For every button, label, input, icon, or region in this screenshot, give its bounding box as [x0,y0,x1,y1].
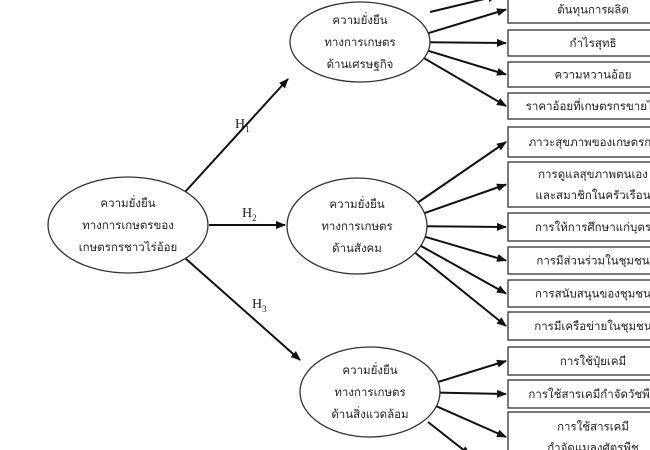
social-indicator-arrow [422,183,507,215]
environmental-indicator-box [507,346,650,376]
hypothesis-label-h2: H2 [242,206,257,223]
environmental-indicator-label: การใช้สารเคมีกำจัดวัชพืช [528,387,650,401]
economic-indicator-box [507,0,650,24]
root-construct-label: ความยั่งยืนทางการเกษตรของเกษตรกรชาวไร่อ้… [79,195,178,254]
economic-indicator-arrow [426,8,507,35]
environmental-indicator-box [507,411,650,450]
hypothesis-label-h3: H3 [252,297,267,314]
social-indicator-box [507,212,650,242]
economic-indicator-label-line: กำไรสุทธิ [570,36,617,50]
economic-indicator-label-line: ต้นทุนการผลิต [557,3,629,17]
economic-indicator-label: ต้นทุนการผลิต [557,3,629,17]
hypothesis-letter: H [242,206,252,221]
environmental-indicator-label-line: การใช้สารเคมีกำจัดวัชพืช [528,387,650,401]
environmental-dimension-label-line: ทางการเกษตร [334,385,405,399]
environmental-indicator-label-line: การใช้ปุ๋ยเคมี [560,354,626,368]
hypothesis-subscript: 1 [245,124,250,134]
social-indicator-box [507,161,650,208]
environmental-dimension-label-line: ความยั่งยืน [342,362,397,377]
environmental-dimension-label: ความยั่งยืนทางการเกษตรด้านสิ่งแวดล้อม [331,362,408,421]
social-indicator-arrow [425,222,507,231]
environmental-indicator-arrow [436,359,507,384]
economic-indicator-label: กำไรสุทธิ [570,36,617,50]
social-indicator-label: ภาวะสุขภาพของเกษตรกร [529,135,650,149]
economic-indicator-box [507,92,650,120]
social-indicator-box [507,279,650,308]
root-construct-label-line: เกษตรกรชาวไร่อ้อย [79,240,178,254]
root-construct-label-line: ความยั่งยืน [100,195,155,210]
social-indicator-label-line: การให้การศึกษาแก่บุตร [535,220,650,234]
economic-indicator-arrow-offscreen [429,0,498,13]
environmental-dimension-ellipse [299,346,441,438]
hypothesis-arrow-h1 [184,78,289,193]
environmental-indicator-arrow [434,404,507,438]
economic-indicator-arrow [428,38,507,47]
hypothesis-letter: H [252,297,262,312]
hypothesis-label-h1: H1 [235,117,250,134]
hypothesis-letter: H [235,117,245,132]
economic-indicator-label-line: ความหวานอ้อย [554,68,631,82]
environmental-indicator-label: การใช้ปุ๋ยเคมี [560,354,626,368]
social-dimension-label: ความยั่งยืนทางการเกษตรด้านสังคม [321,196,392,255]
social-indicator-label-line: การสนับสนุนของชุมชน [535,287,650,301]
social-indicator-label: การให้การศึกษาแก่บุตร [535,220,650,234]
social-indicator-label: การมีส่วนร่วมในชุมชน [536,254,649,268]
social-indicator-arrow [416,141,507,204]
economic-indicator-box [507,29,650,57]
economic-dimension-label-line: ทางการเกษตร [324,35,395,49]
social-indicator-box [507,246,650,275]
economic-indicator-arrow [422,56,507,107]
environmental-indicator-label-line: กำจัดแมลงศัตรูพืช [547,441,639,450]
social-dimension-ellipse [286,177,428,275]
social-indicator-label-line: การมีส่วนร่วมในชุมชน [536,254,649,268]
social-dimension-label-line: ด้านสังคม [332,241,382,255]
social-indicator-arrow [423,235,507,262]
economic-indicator-arrow [426,49,507,76]
social-indicator-label-line: การดูแลสุขภาพตนเอง [538,167,648,181]
social-indicator-label-line: และสมาชิกในครัวเรือน [535,188,650,202]
social-dimension-label-line: ความยั่งยืน [329,196,384,211]
environmental-indicator-arrow-offscreen [427,421,471,450]
economic-dimension-label-line: ความยั่งยืน [332,12,387,27]
environmental-dimension-label-line: ด้านสิ่งแวดล้อม [331,406,408,421]
economic-indicator-box [507,61,650,88]
hypothesis-arrow-h3 [184,257,301,361]
root-construct-ellipse [47,176,209,274]
social-indicator-label-line: ภาวะสุขภาพของเกษตรกร [529,135,650,149]
social-indicator-box [507,311,650,341]
economic-indicator-label-line: ราคาอ้อยที่เกษตรกรขายได้ [526,98,650,113]
environmental-indicator-label-line: การใช้สารเคมี [557,420,629,434]
economic-indicator-label: ความหวานอ้อย [554,68,631,82]
economic-dimension-label: ความยั่งยืนทางการเกษตรด้านเศรษฐกิจ [324,12,395,71]
social-indicator-arrow [413,251,507,327]
social-indicator-box [507,126,650,158]
environmental-indicator-box [507,379,650,409]
social-dimension-label-line: ทางการเกษตร [321,219,392,233]
hypothesis-subscript: 3 [262,304,267,314]
root-construct-label-line: ทางการเกษตรของ [82,218,174,232]
social-indicator-label: การมีเครือข่ายในชุมชน [534,319,650,333]
environmental-indicator-arrow [438,389,507,398]
social-indicator-arrow [419,244,507,295]
social-indicator-label: การสนับสนุนของชุมชน [535,287,650,301]
social-indicator-label-line: การมีเครือข่ายในชุมชน [534,319,650,333]
economic-dimension-label-line: ด้านเศรษฐกิจ [327,57,394,71]
economic-indicator-label: ราคาอ้อยที่เกษตรกรขายได้ [526,98,650,113]
environmental-indicator-label: การใช้สารเคมีกำจัดแมลงศัตรูพืช [547,420,639,450]
hypothesis-subscript: 2 [252,213,257,223]
economic-dimension-ellipse [289,1,431,83]
social-indicator-label: การดูแลสุขภาพตนเองและสมาชิกในครัวเรือน [535,167,650,202]
